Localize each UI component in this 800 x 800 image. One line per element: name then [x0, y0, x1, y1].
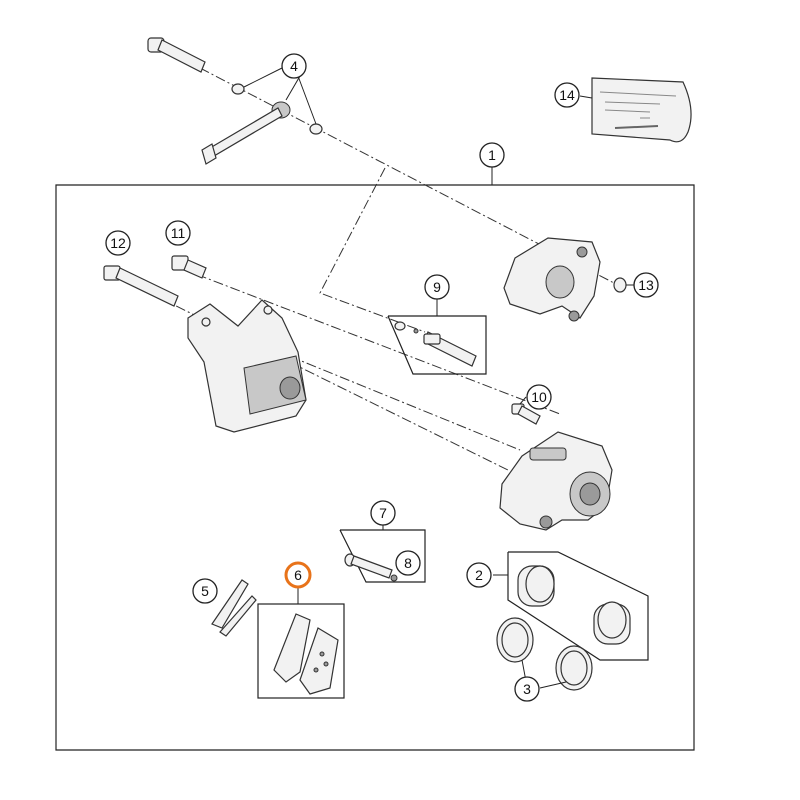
brake-caliper[interactable]	[499, 431, 613, 531]
callout-1[interactable]: 1	[479, 142, 505, 168]
callout-9-label: 9	[433, 279, 441, 295]
part-11-bolt[interactable]	[171, 255, 207, 279]
part-14-instruction-packet[interactable]	[591, 77, 692, 143]
caliper-housing-upper[interactable]	[503, 237, 601, 322]
callout-3-label: 3	[523, 681, 531, 697]
callout-10[interactable]: 10	[526, 384, 552, 410]
callout-12-label: 12	[110, 235, 126, 251]
part-7-pad-pin[interactable]	[339, 529, 426, 583]
callout-6-label: 6	[294, 567, 302, 583]
callout-7[interactable]: 7	[370, 500, 396, 526]
callout-2[interactable]: 2	[466, 562, 492, 588]
callout-13-label: 13	[638, 277, 654, 293]
part-2-pistons[interactable]	[507, 551, 649, 661]
callout-7-label: 7	[379, 505, 387, 521]
callout-10-label: 10	[531, 389, 547, 405]
callout-3[interactable]: 3	[514, 676, 540, 702]
callout-6[interactable]: 6	[284, 561, 312, 589]
part-12-bolt[interactable]	[103, 265, 179, 307]
part-5-pad-spring[interactable]	[211, 579, 257, 637]
leader-lines	[243, 67, 634, 693]
assembly-frame	[55, 184, 695, 751]
callout-9[interactable]: 9	[424, 274, 450, 300]
callout-5-label: 5	[201, 583, 209, 599]
callout-2-label: 2	[475, 567, 483, 583]
callout-12[interactable]: 12	[105, 230, 131, 256]
callout-4-label: 4	[290, 58, 298, 74]
part-6-brake-pads[interactable]	[257, 603, 345, 699]
part-13-seal-ring[interactable]	[613, 277, 627, 293]
callout-5[interactable]: 5	[192, 578, 218, 604]
part-3-piston-seals[interactable]	[496, 617, 593, 691]
callout-14[interactable]: 14	[554, 82, 580, 108]
callout-4[interactable]: 4	[281, 53, 307, 79]
callout-11-label: 11	[171, 225, 186, 241]
part-10-bleeder-screw[interactable]	[511, 403, 541, 425]
callout-13[interactable]: 13	[633, 272, 659, 298]
callout-14-label: 14	[559, 87, 575, 103]
part-9-guide-pin[interactable]	[387, 315, 487, 375]
callout-8-label: 8	[404, 555, 412, 571]
callout-1-label: 1	[488, 147, 496, 163]
callout-8[interactable]: 8	[395, 550, 421, 576]
caliper-bracket[interactable]	[187, 299, 307, 433]
callout-11[interactable]: 11	[165, 220, 191, 246]
part-8-clip[interactable]	[390, 574, 398, 582]
